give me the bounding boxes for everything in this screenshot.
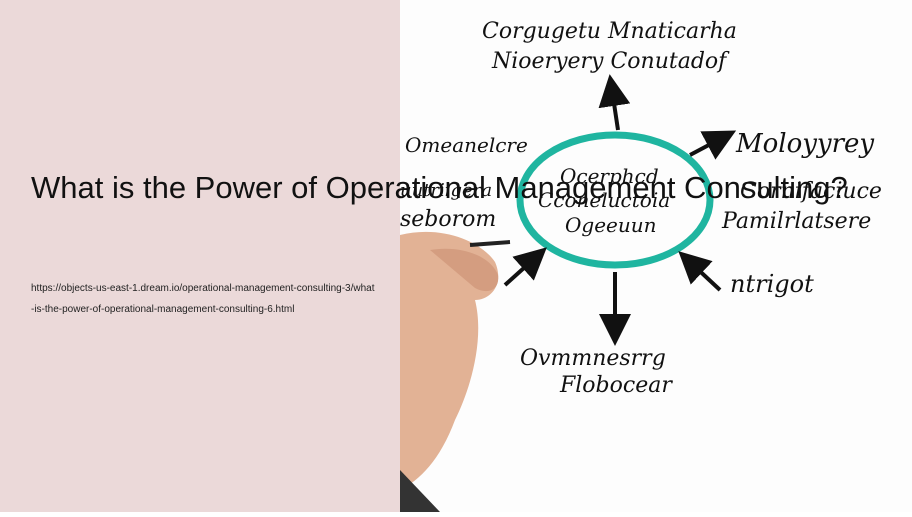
center-label-1: Ocerphcd bbox=[560, 164, 659, 188]
page-title: What is the Power of Operational Managem… bbox=[31, 170, 848, 205]
left-panel bbox=[0, 0, 400, 512]
left-mid-label-1: uutriigera bbox=[400, 180, 492, 201]
center-label-2: Cconeluctoia bbox=[538, 188, 670, 212]
left-top-label: Omeanelcre bbox=[405, 133, 528, 157]
bottom-label-2: Flobocear bbox=[559, 373, 673, 398]
hero-image: Ocerphcd Cconeluctoia Ogeeuun Corgugetu … bbox=[400, 0, 912, 512]
right-bottom-label: ntrigot bbox=[730, 270, 814, 298]
right-mid-label-1: Cornifaciuce bbox=[740, 179, 882, 204]
right-mid-label-2: Pamilrlatsere bbox=[721, 209, 871, 234]
right-top-label: Moloyyrey bbox=[735, 129, 874, 159]
left-mid-label-2: seborom bbox=[400, 207, 496, 232]
center-label-3: Ogeeuun bbox=[565, 213, 657, 237]
source-url[interactable]: https://objects-us-east-1.dream.io/opera… bbox=[31, 283, 375, 315]
arrows bbox=[503, 74, 737, 346]
center-ellipse bbox=[516, 131, 714, 269]
bottom-label-1: Ovmmnesrrg bbox=[520, 346, 666, 371]
hand-illustration bbox=[400, 231, 511, 512]
top-label-2: Nioeryery Conutadof bbox=[491, 49, 730, 74]
top-label-1: Corgugetu Mnaticarha bbox=[482, 19, 737, 44]
